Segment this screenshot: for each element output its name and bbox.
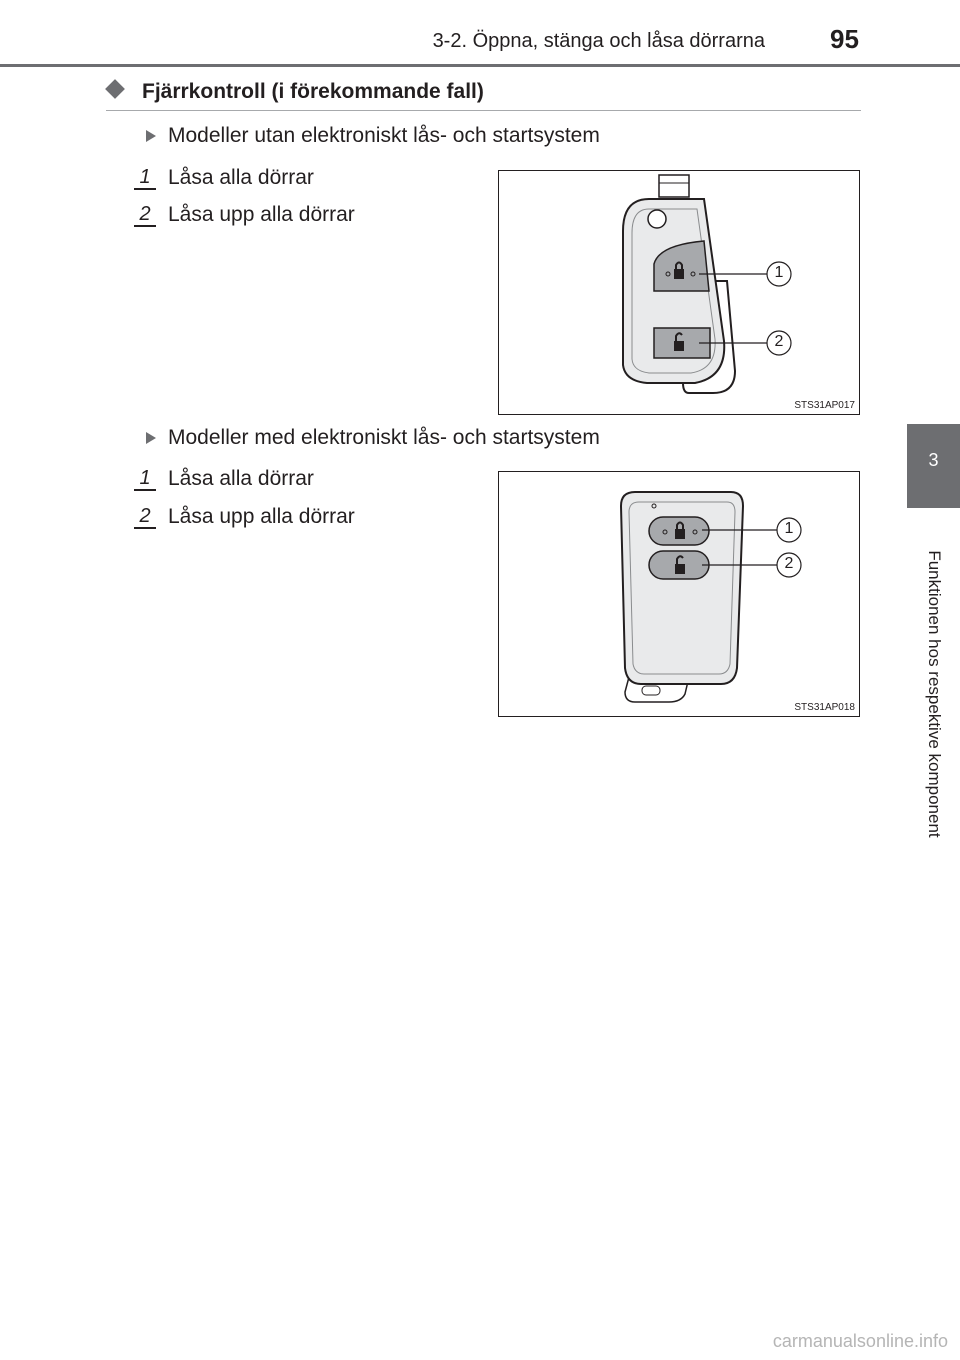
item-text: Låsa upp alla dörrar [168, 505, 355, 528]
flip-key-drawing [622, 174, 792, 394]
figure-code: STS31AP017 [794, 400, 855, 411]
smart-key-illustration: 1 2 STS31AP018 [498, 471, 860, 717]
footer-watermark: carmanualsonline.info [772, 1331, 948, 1351]
item-text: Låsa upp alla dörrar [168, 203, 355, 226]
chapter-label: Funktionen hos respektive komponent [925, 550, 944, 838]
page-number: 95 [830, 24, 859, 54]
triangle-bullet-icon [146, 130, 156, 142]
callout-number: 2 [774, 333, 784, 350]
callout-number: 2 [784, 555, 794, 572]
triangle-bullet-icon [146, 432, 156, 444]
item-number: 2 [134, 505, 156, 529]
callout-number: 1 [774, 264, 784, 281]
model-heading: Modeller utan elektroniskt lås- och star… [168, 124, 600, 147]
key-fob-illustration: 1 2 STS31AP017 [498, 170, 860, 415]
chapter-number: 3 [928, 450, 939, 470]
chapter-tab [907, 424, 960, 508]
callout-number: 1 [784, 520, 794, 537]
smart-key-drawing [619, 491, 802, 703]
item-number: 2 [134, 203, 156, 227]
item-text: Låsa alla dörrar [168, 467, 314, 490]
section-heading: Fjärrkontroll (i förekommande fall) [105, 78, 861, 111]
model-heading: Modeller med elektroniskt lås- och start… [168, 426, 600, 449]
item-number: 1 [134, 467, 156, 491]
item-text: Låsa alla dörrar [168, 166, 314, 189]
diamond-icon [105, 79, 125, 99]
header-rule [0, 64, 960, 67]
section-title: Fjärrkontroll (i förekommande fall) [142, 80, 484, 103]
figure-code: STS31AP018 [794, 702, 855, 713]
running-header: 3-2. Öppna, stänga och låsa dörrarna [432, 30, 765, 52]
item-number: 1 [134, 166, 156, 190]
